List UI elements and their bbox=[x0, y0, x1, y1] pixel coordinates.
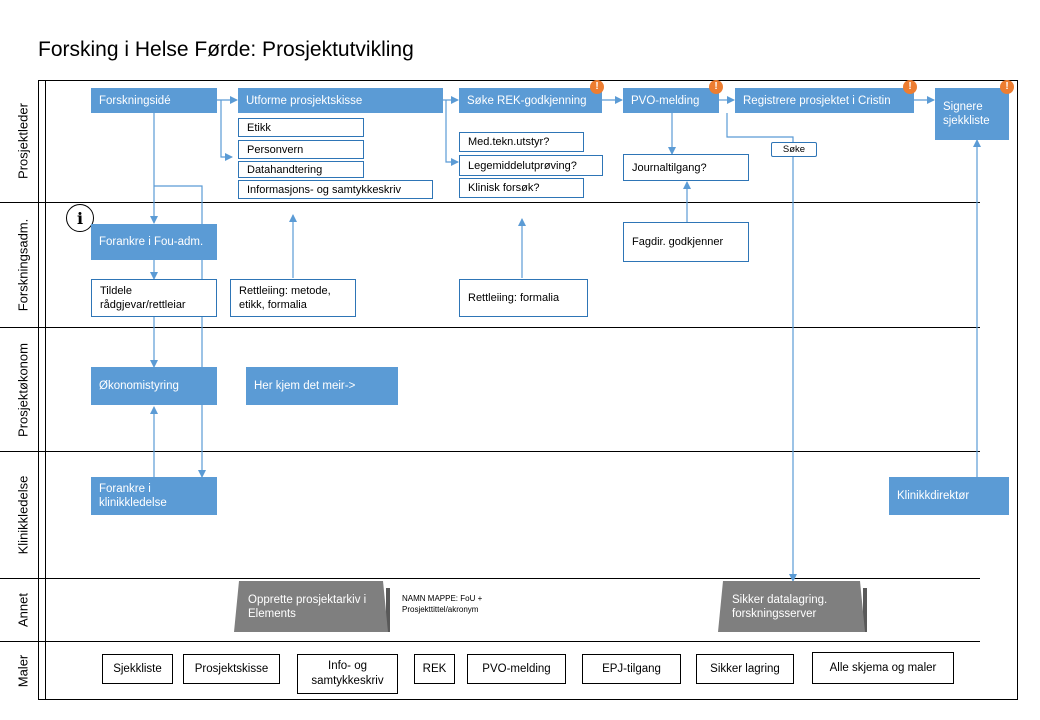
lane-label: Maler bbox=[15, 654, 30, 688]
warning-icon[interactable]: ! bbox=[1000, 80, 1014, 94]
personvern-box[interactable]: Personvern bbox=[238, 140, 364, 159]
lane-label: Annet bbox=[15, 593, 30, 627]
pvo-melding-box[interactable]: PVO-melding bbox=[623, 88, 719, 113]
forskningside-box[interactable]: Forskningsidé bbox=[91, 88, 217, 113]
samtykkeskriv-box[interactable]: Informasjons- og samtykkeskriv bbox=[238, 180, 433, 199]
mal-alle-skjema-link[interactable]: Alle skjema og maler bbox=[812, 652, 954, 684]
rettleiing-formalia-box[interactable]: Rettleiing: formalia bbox=[459, 279, 588, 317]
mappe-note: NAMN MAPPE: FoU + Prosjekttittel/akronym bbox=[402, 594, 483, 614]
lane-label: Prosjektleder bbox=[15, 103, 30, 179]
lane-klinikkledelse: Klinikkledelse bbox=[0, 451, 980, 578]
mal-pvo-melding-link[interactable]: PVO-melding bbox=[467, 654, 566, 684]
soke-label: Søke bbox=[771, 142, 817, 157]
okonomistyring-box[interactable]: Økonomistyring bbox=[91, 367, 217, 405]
mal-sikker-lagring-link[interactable]: Sikker lagring bbox=[696, 654, 794, 684]
warning-icon[interactable]: ! bbox=[590, 80, 604, 94]
opprette-prosjektarkiv-box[interactable]: Opprette prosjektarkiv i Elements bbox=[234, 581, 388, 632]
registrere-cristin-box[interactable]: Registrere prosjektet i Cristin bbox=[735, 88, 914, 113]
warning-icon[interactable]: ! bbox=[903, 80, 917, 94]
lane-label: Forskningsadm. bbox=[15, 218, 30, 312]
fagdir-godkjenner-box[interactable]: Fagdir. godkjenner bbox=[623, 222, 749, 262]
lane-maler: Maler bbox=[0, 641, 980, 700]
lane-label: Klinikkledelse bbox=[15, 475, 30, 555]
sikker-datalagring-box[interactable]: Sikker datalagring. forskningsserver bbox=[718, 581, 865, 632]
lane-forskningsadm: Forskningsadm. bbox=[0, 202, 980, 327]
info-icon[interactable]: i bbox=[66, 204, 94, 232]
lane-label: Prosjektøkonom bbox=[15, 342, 30, 437]
medtekn-box[interactable]: Med.tekn.utstyr? bbox=[459, 132, 584, 152]
warning-icon[interactable]: ! bbox=[709, 80, 723, 94]
lagring-shadow bbox=[863, 588, 867, 632]
mal-samtykkeskriv-link[interactable]: Info- og samtykkeskriv bbox=[297, 654, 398, 694]
forankre-fou-adm-box[interactable]: Forankre i Fou-adm. bbox=[91, 224, 217, 260]
datahandtering-box[interactable]: Datahandtering bbox=[238, 161, 364, 178]
journaltilgang-box[interactable]: Journaltilgang? bbox=[623, 154, 749, 181]
mal-epj-tilgang-link[interactable]: EPJ-tilgang bbox=[582, 654, 681, 684]
tildele-radgjevar-box[interactable]: Tildele rådgjevar/rettleiar bbox=[91, 279, 217, 317]
klinisk-forsok-box[interactable]: Klinisk forsøk? bbox=[459, 178, 584, 198]
utforme-prosjektskisse-box[interactable]: Utforme prosjektskisse bbox=[238, 88, 443, 113]
klinikkdirektor-box[interactable]: Klinikkdirektør bbox=[889, 477, 1009, 515]
signere-sjekkliste-box[interactable]: Signere sjekkliste bbox=[935, 88, 1009, 140]
soke-rek-box[interactable]: Søke REK-godkjenning bbox=[459, 88, 602, 113]
arkiv-shadow bbox=[386, 588, 390, 632]
page-title: Forsking i Helse Førde: Prosjektutviklin… bbox=[38, 38, 414, 61]
etikk-box[interactable]: Etikk bbox=[238, 118, 364, 137]
mal-prosjektskisse-link[interactable]: Prosjektskisse bbox=[183, 654, 280, 684]
lane-annet: Annet bbox=[0, 578, 980, 641]
lane-prosjektleder: Prosjektleder bbox=[0, 80, 980, 202]
mal-rek-link[interactable]: REK bbox=[414, 654, 455, 684]
lane-prosjektokonom: Prosjektøkonom bbox=[0, 327, 980, 451]
rettleiing-metode-box[interactable]: Rettleiing: metode, etikk, formalia bbox=[230, 279, 356, 317]
legemiddel-box[interactable]: Legemiddelutprøving? bbox=[459, 155, 603, 176]
forankre-klinikkledelse-box[interactable]: Forankre i klinikkledelse bbox=[91, 477, 217, 515]
mal-sjekkliste-link[interactable]: Sjekkliste bbox=[102, 654, 173, 684]
her-kjem-det-meir-box[interactable]: Her kjem det meir-> bbox=[246, 367, 398, 405]
